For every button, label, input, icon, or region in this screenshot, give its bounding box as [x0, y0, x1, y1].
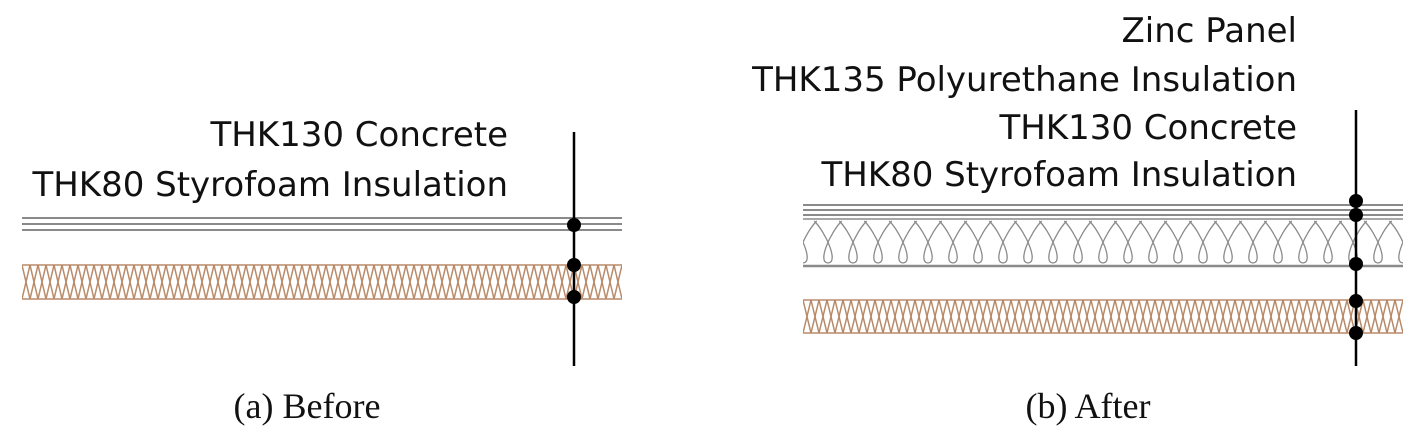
polyurethane-hatch	[1313, 220, 1343, 264]
polyurethane-hatch	[803, 220, 818, 264]
insulation-hatch	[22, 264, 622, 300]
polyurethane-hatch	[1088, 220, 1118, 264]
marker-dot	[567, 218, 581, 232]
polyurethane-hatch	[1414, 221, 1419, 263]
polyurethane-hatch	[1338, 220, 1368, 264]
styrofoam-layer	[803, 299, 1403, 334]
label-concrete: THK130 Concrete	[998, 108, 1297, 148]
label-polyurethane: THK135 Polyurethane Insulation	[751, 60, 1297, 100]
caption-before: (a) Before	[234, 386, 381, 426]
polyurethane-hatch	[1063, 220, 1093, 264]
marker-dot	[1349, 257, 1363, 271]
panel-before: THK130 Concrete THK80 Styrofoam Insulati…	[22, 115, 622, 426]
polyurethane-hatch	[1288, 220, 1318, 264]
label-styrofoam: THK80 Styrofoam Insulation	[31, 165, 508, 205]
polyurethane-hatch	[813, 220, 843, 264]
insulation-hatch	[803, 299, 1403, 334]
polyurethane-hatch	[1388, 220, 1403, 264]
polyurethane-hatch	[838, 220, 868, 264]
marker-dot	[1349, 208, 1363, 222]
marker-line	[567, 132, 581, 366]
polyurethane-hatch	[1213, 220, 1243, 264]
polyurethane-hatch	[1038, 220, 1068, 264]
label-styrofoam: THK80 Styrofoam Insulation	[820, 155, 1297, 195]
marker-dot	[1349, 194, 1363, 208]
label-concrete: THK130 Concrete	[209, 115, 508, 155]
polyurethane-hatch	[988, 220, 1018, 264]
marker-dot	[567, 258, 581, 272]
marker-dot	[1349, 326, 1363, 340]
polyurethane-hatch	[1163, 220, 1193, 264]
concrete-layer	[22, 217, 622, 231]
label-zinc-panel: Zinc Panel	[1121, 11, 1297, 51]
polyurethane-hatch	[1263, 220, 1293, 264]
polyurethane-hatch	[1138, 220, 1168, 264]
polyurethane-hatch	[1238, 220, 1268, 264]
polyurethane-hatch	[888, 220, 918, 264]
zinc-panel-layer	[803, 204, 1403, 216]
styrofoam-layer	[22, 264, 622, 300]
polyurethane-hatch	[1113, 220, 1143, 264]
polyurethane-hatch	[913, 220, 943, 264]
polyurethane-hatch	[963, 220, 993, 264]
polyurethane-hatch	[938, 220, 968, 264]
marker-dot	[1349, 294, 1363, 308]
panel-after: Zinc Panel THK135 Polyurethane Insulatio…	[751, 11, 1419, 426]
marker-dot	[567, 290, 581, 304]
polyurethane-hatch	[1188, 220, 1218, 264]
marker-line	[1349, 110, 1363, 366]
polyurethane-hatch	[1363, 220, 1393, 264]
polyurethane-hatch	[863, 220, 893, 264]
polyurethane-hatch	[1013, 220, 1043, 264]
polyurethane-layer	[803, 218, 1419, 268]
caption-after: (b) After	[1026, 386, 1151, 426]
